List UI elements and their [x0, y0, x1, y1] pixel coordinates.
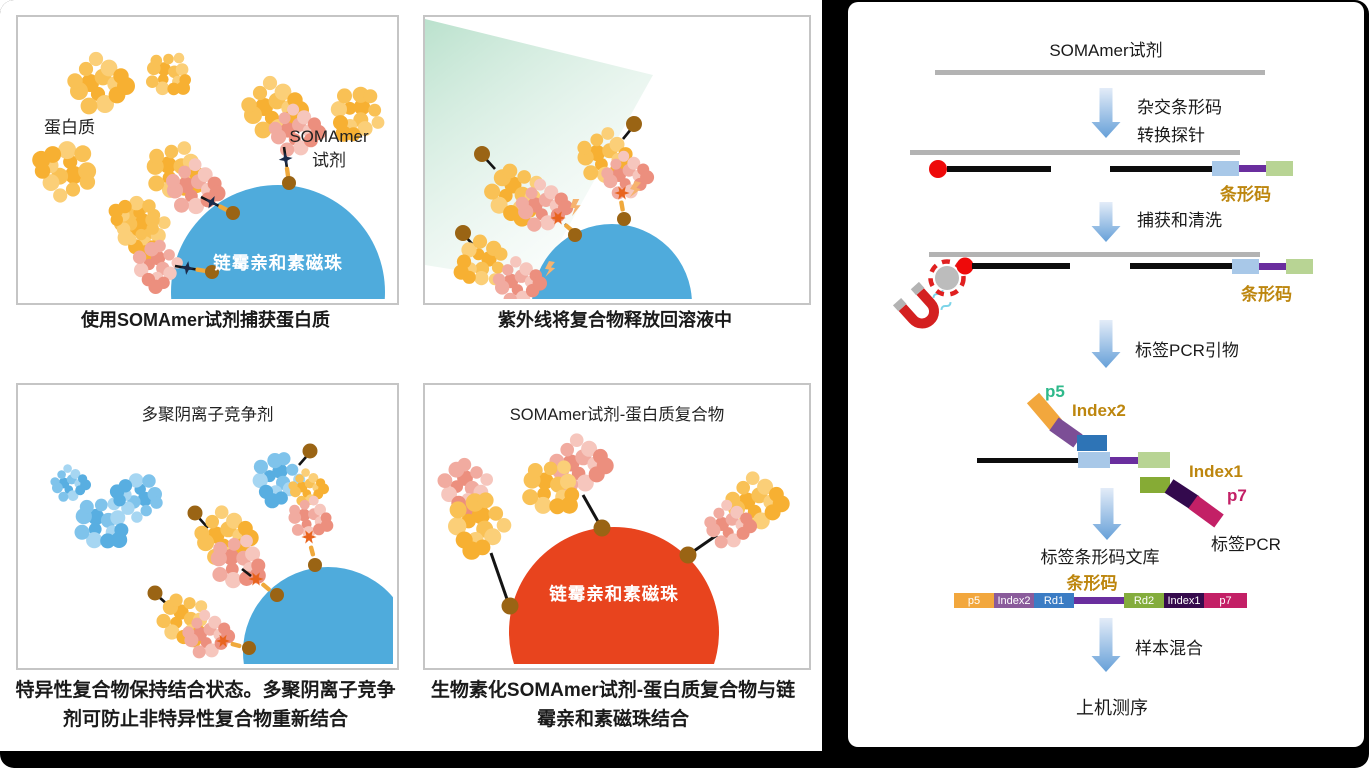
panel-uv-release — [423, 15, 811, 305]
p7-label: p7 — [1227, 486, 1247, 505]
streptavidin-bead-label: 链霉亲和素磁珠 — [213, 253, 343, 273]
bead-workflow-panels: 蛋白质 SOMAmer 试剂 链霉亲和素磁珠 使用SOMAmer试剂捕获蛋白质 … — [0, 0, 822, 751]
biotin-bead-illustration — [437, 433, 790, 664]
caption-capture: 使用SOMAmer试剂捕获蛋白质 — [80, 310, 331, 330]
step-capture-wash-label: 捕获和清洗 — [1137, 211, 1222, 230]
polyanion-illustration — [50, 443, 393, 664]
library-title: 标签条形码文库 — [1040, 548, 1160, 567]
capture-illustration — [32, 51, 385, 299]
streptavidin-bead-label-red: 链霉亲和素磁珠 — [549, 584, 679, 604]
somamer-reagent-label: SOMAmer 试剂 — [289, 127, 369, 170]
barcode-label-2: 条形码 — [1241, 285, 1292, 304]
library-segment-index2: Index2 — [994, 593, 1034, 608]
polyanion-title: 多聚阴离子竞争剂 — [141, 406, 274, 424]
barcoded-library-bar: p5 Index2 Rd1 Rd2 Index1 p7 — [954, 593, 1247, 608]
complex-title: SOMAmer试剂-蛋白质复合物 — [509, 406, 725, 424]
step-pooling-label: 样本混合 — [1135, 639, 1203, 658]
barcode-label-1: 条形码 — [1220, 185, 1271, 204]
library-segment-p7: p7 — [1204, 593, 1247, 608]
workflow-title: SOMAmer试剂 — [1049, 41, 1163, 60]
uv-release-illustration — [425, 19, 692, 299]
index1-label: Index1 — [1189, 462, 1243, 481]
index2-label: Index2 — [1072, 401, 1126, 420]
caption-uv-release: 紫外线将复合物释放回溶液中 — [498, 310, 732, 330]
library-segment-rd1: Rd1 — [1034, 593, 1074, 608]
tag-pcr-label: 标签PCR — [1211, 535, 1281, 554]
step-tag-pcr-primer-label: 标签PCR引物 — [1135, 341, 1239, 360]
library-segment-p5: p5 — [954, 593, 994, 608]
library-segment-rd2: Rd2 — [1124, 593, 1164, 608]
sequencing-workflow-panel: SOMAmer试剂 杂交条形码 转换探针 条形码 捕获和清洗 条形码 标签PCR… — [848, 2, 1364, 747]
panel-biotin-bead: SOMAmer试剂-蛋白质复合物 链霉亲和素磁珠 — [423, 383, 811, 670]
caption-polyanion: 特异性复合物保持结合状态。多聚阴离子竞争 剂可防止非特异性复合物重新结合 — [15, 680, 396, 731]
caption-biotin-bead: 生物素化SOMAmer试剂-蛋白质复合物与链 霉亲和素磁珠结合 — [430, 680, 796, 731]
barcode-label-3: 条形码 — [1066, 574, 1118, 593]
step-hybridize-label: 杂交条形码 转换探针 — [1137, 98, 1222, 145]
workflow-graphics — [892, 70, 1313, 672]
protein-label: 蛋白质 — [44, 118, 95, 137]
panel-polyanion: 多聚阴离子竞争剂 — [16, 383, 399, 670]
p5-label: p5 — [1045, 382, 1065, 401]
library-connector — [1074, 597, 1124, 604]
panel-capture: 蛋白质 SOMAmer 试剂 链霉亲和素磁珠 — [16, 15, 399, 305]
library-segment-index1: Index1 — [1164, 593, 1204, 608]
sequencing-label: 上机测序 — [1076, 698, 1148, 718]
